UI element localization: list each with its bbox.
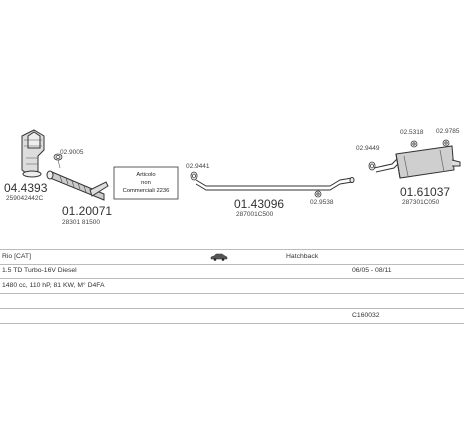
oe-reference: 259042442C xyxy=(6,195,44,202)
note-line: non xyxy=(141,180,151,186)
model-name: Rio [CAT] xyxy=(2,253,31,260)
clamp xyxy=(190,171,198,181)
table-row xyxy=(0,294,464,309)
front-pipe xyxy=(46,170,109,201)
table-row: 1480 cc, 110 hP, 81 KW, M° D4FA xyxy=(0,279,464,294)
part-code: 02.9005 xyxy=(60,149,84,156)
car-icon xyxy=(210,253,228,261)
part-code: 02.5318 xyxy=(400,129,424,136)
part-code: 01.43096 xyxy=(234,197,284,211)
part-code: 04.4393 xyxy=(4,181,48,195)
exhaust-system-diagram: 04.4393 259042442C 02.9005 01.20071 2830… xyxy=(4,128,461,226)
table-row: C160032 xyxy=(0,309,464,324)
table-row: 1.5 TD Turbo-16V Diesel 06/05 - 08/11 xyxy=(0,264,464,279)
engine-description: 1.5 TD Turbo-16V Diesel xyxy=(2,267,77,274)
rubber-mount xyxy=(314,190,322,198)
part-code: 01.61037 xyxy=(400,185,450,199)
clamp xyxy=(368,161,376,171)
part-code: 02.9441 xyxy=(186,163,210,170)
part-code: 02.9538 xyxy=(310,199,334,206)
middle-pipe xyxy=(195,177,355,191)
note-line: Articolo xyxy=(136,172,155,178)
oe-reference: 28301 81500 xyxy=(62,219,100,226)
table-row: Rio [CAT] Hatchback xyxy=(0,249,464,265)
catalytic-converter xyxy=(21,129,45,178)
part-code: 02.9785 xyxy=(436,128,460,135)
production-years: 06/05 - 08/11 xyxy=(352,267,392,274)
gasket xyxy=(53,153,63,169)
note-line: Commerciali 2236 xyxy=(123,188,170,194)
oe-reference: 287001C500 xyxy=(236,211,274,218)
rubber-mount xyxy=(442,139,450,147)
body-type: Hatchback xyxy=(286,253,319,260)
engine-specification: 1480 cc, 110 hP, 81 KW, M° D4FA xyxy=(2,282,105,289)
oe-reference: 287301C050 xyxy=(402,199,440,206)
rear-silencer xyxy=(373,145,461,179)
rubber-mount xyxy=(410,140,418,148)
order-code: C160032 xyxy=(352,312,380,319)
part-code: 02.9449 xyxy=(356,145,380,152)
part-code: 01.20071 xyxy=(62,204,112,218)
non-commercial-note: Articolo non Commerciali 2236 xyxy=(113,166,179,200)
